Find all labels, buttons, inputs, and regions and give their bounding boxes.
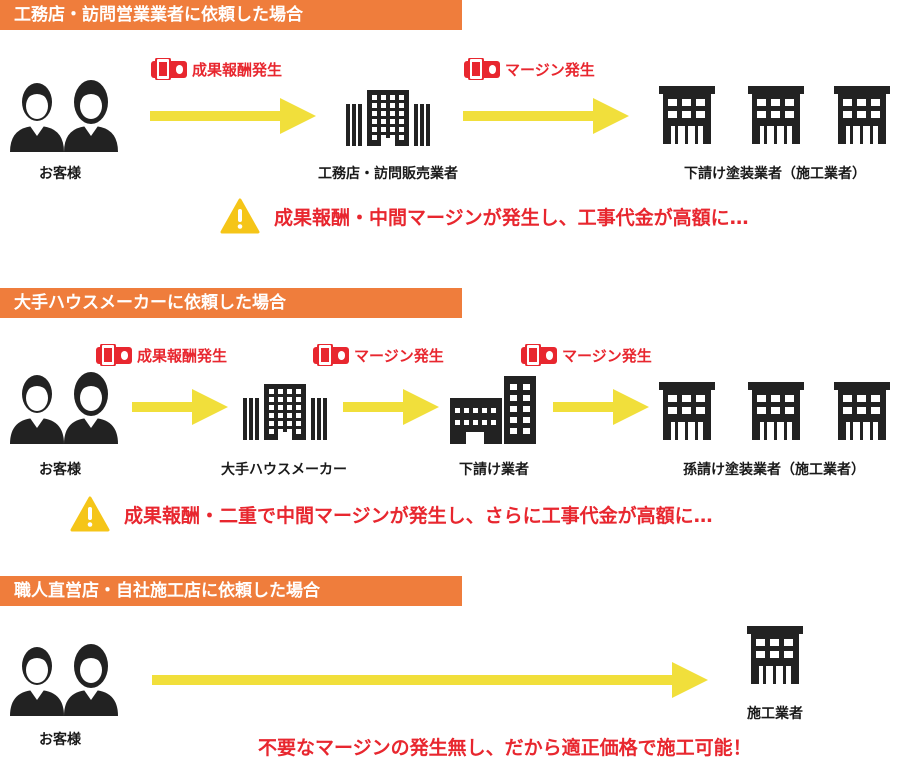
subcontractor-label: 下請け業者 — [459, 462, 529, 478]
money-icon — [150, 58, 188, 80]
customer-label: お客様 — [39, 462, 81, 478]
contractor-building-icon — [834, 86, 890, 144]
customer-icon — [8, 644, 120, 716]
conclusion-message: 不要なマージンの発生無し、だから適正価格で施工可能！ — [258, 733, 752, 760]
flow-arrow — [553, 389, 649, 425]
margin-tag: マージン発生 — [312, 344, 444, 366]
warning-text: 成果報酬・中間マージンが発生し、工事代金が高額に… — [274, 206, 749, 229]
margin-tag-label: マージン発生 — [354, 346, 444, 365]
section2-header: 大手ハウスメーカーに依頼した場合 — [0, 288, 462, 318]
office-building-icon — [240, 382, 330, 440]
customer-label: お客様 — [39, 732, 81, 748]
flow-arrow — [132, 389, 228, 425]
customer-label: お客様 — [39, 166, 81, 182]
section3-header: 職人直営店・自社施工店に依頼した場合 — [0, 576, 462, 606]
fee-tag-label: 成果報酬発生 — [137, 346, 228, 365]
warning-icon — [70, 496, 110, 532]
conclusion-text: 不要なマージンの発生無し、だから適正価格で施工可能！ — [258, 737, 752, 759]
warning-message: 成果報酬・二重で中間マージンが発生し、さらに工事代金が高額に… — [70, 496, 713, 532]
maker-label: 大手ハウスメーカー — [221, 462, 347, 478]
warning-icon — [220, 198, 260, 234]
warning-message: 成果報酬・中間マージンが発生し、工事代金が高額に… — [220, 198, 749, 234]
money-icon — [463, 58, 501, 80]
fee-tag: 成果報酬発生 — [95, 344, 227, 366]
margin-tag-label: マージン発生 — [505, 60, 595, 79]
section2-title: 大手ハウスメーカーに依頼した場合 — [14, 293, 286, 313]
flow-arrow — [463, 98, 629, 134]
flow-arrow — [343, 389, 439, 425]
money-icon — [312, 344, 350, 366]
office-building-icon — [343, 88, 433, 146]
money-icon — [95, 344, 133, 366]
contractor-building-icon — [747, 626, 803, 684]
margin-tag: マージン発生 — [520, 344, 652, 366]
margin-tag: マージン発生 — [463, 58, 595, 80]
customer-icon — [8, 372, 120, 444]
section1-header: 工務店・訪問営業業者に依頼した場合 — [0, 0, 462, 30]
flow-arrow — [152, 662, 708, 698]
section1-title: 工務店・訪問営業業者に依頼した場合 — [14, 5, 303, 25]
margin-tag-label: マージン発生 — [562, 346, 652, 365]
warning-text: 成果報酬・二重で中間マージンが発生し、さらに工事代金が高額に… — [124, 504, 713, 527]
contractor-label: 施工業者 — [747, 706, 803, 722]
contractor-building-icon — [659, 382, 715, 440]
fee-tag: 成果報酬発生 — [150, 58, 282, 80]
company-label: 工務店・訪問販売業者 — [318, 166, 458, 182]
section3-title: 職人直営店・自社施工店に依頼した場合 — [14, 581, 320, 601]
customer-icon — [8, 80, 120, 152]
contractor-building-icon — [659, 86, 715, 144]
contractor-building-icon — [748, 86, 804, 144]
factory-building-icon — [450, 376, 538, 444]
contractor-building-icon — [748, 382, 804, 440]
fee-tag-label: 成果報酬発生 — [192, 60, 283, 79]
contractor-building-icon — [834, 382, 890, 440]
flow-arrow — [150, 98, 316, 134]
contractor-label: 下請け塗装業者（施工業者） — [684, 166, 866, 182]
contractor-label: 孫請け塗装業者（施工業者） — [683, 462, 865, 478]
money-icon — [520, 344, 558, 366]
